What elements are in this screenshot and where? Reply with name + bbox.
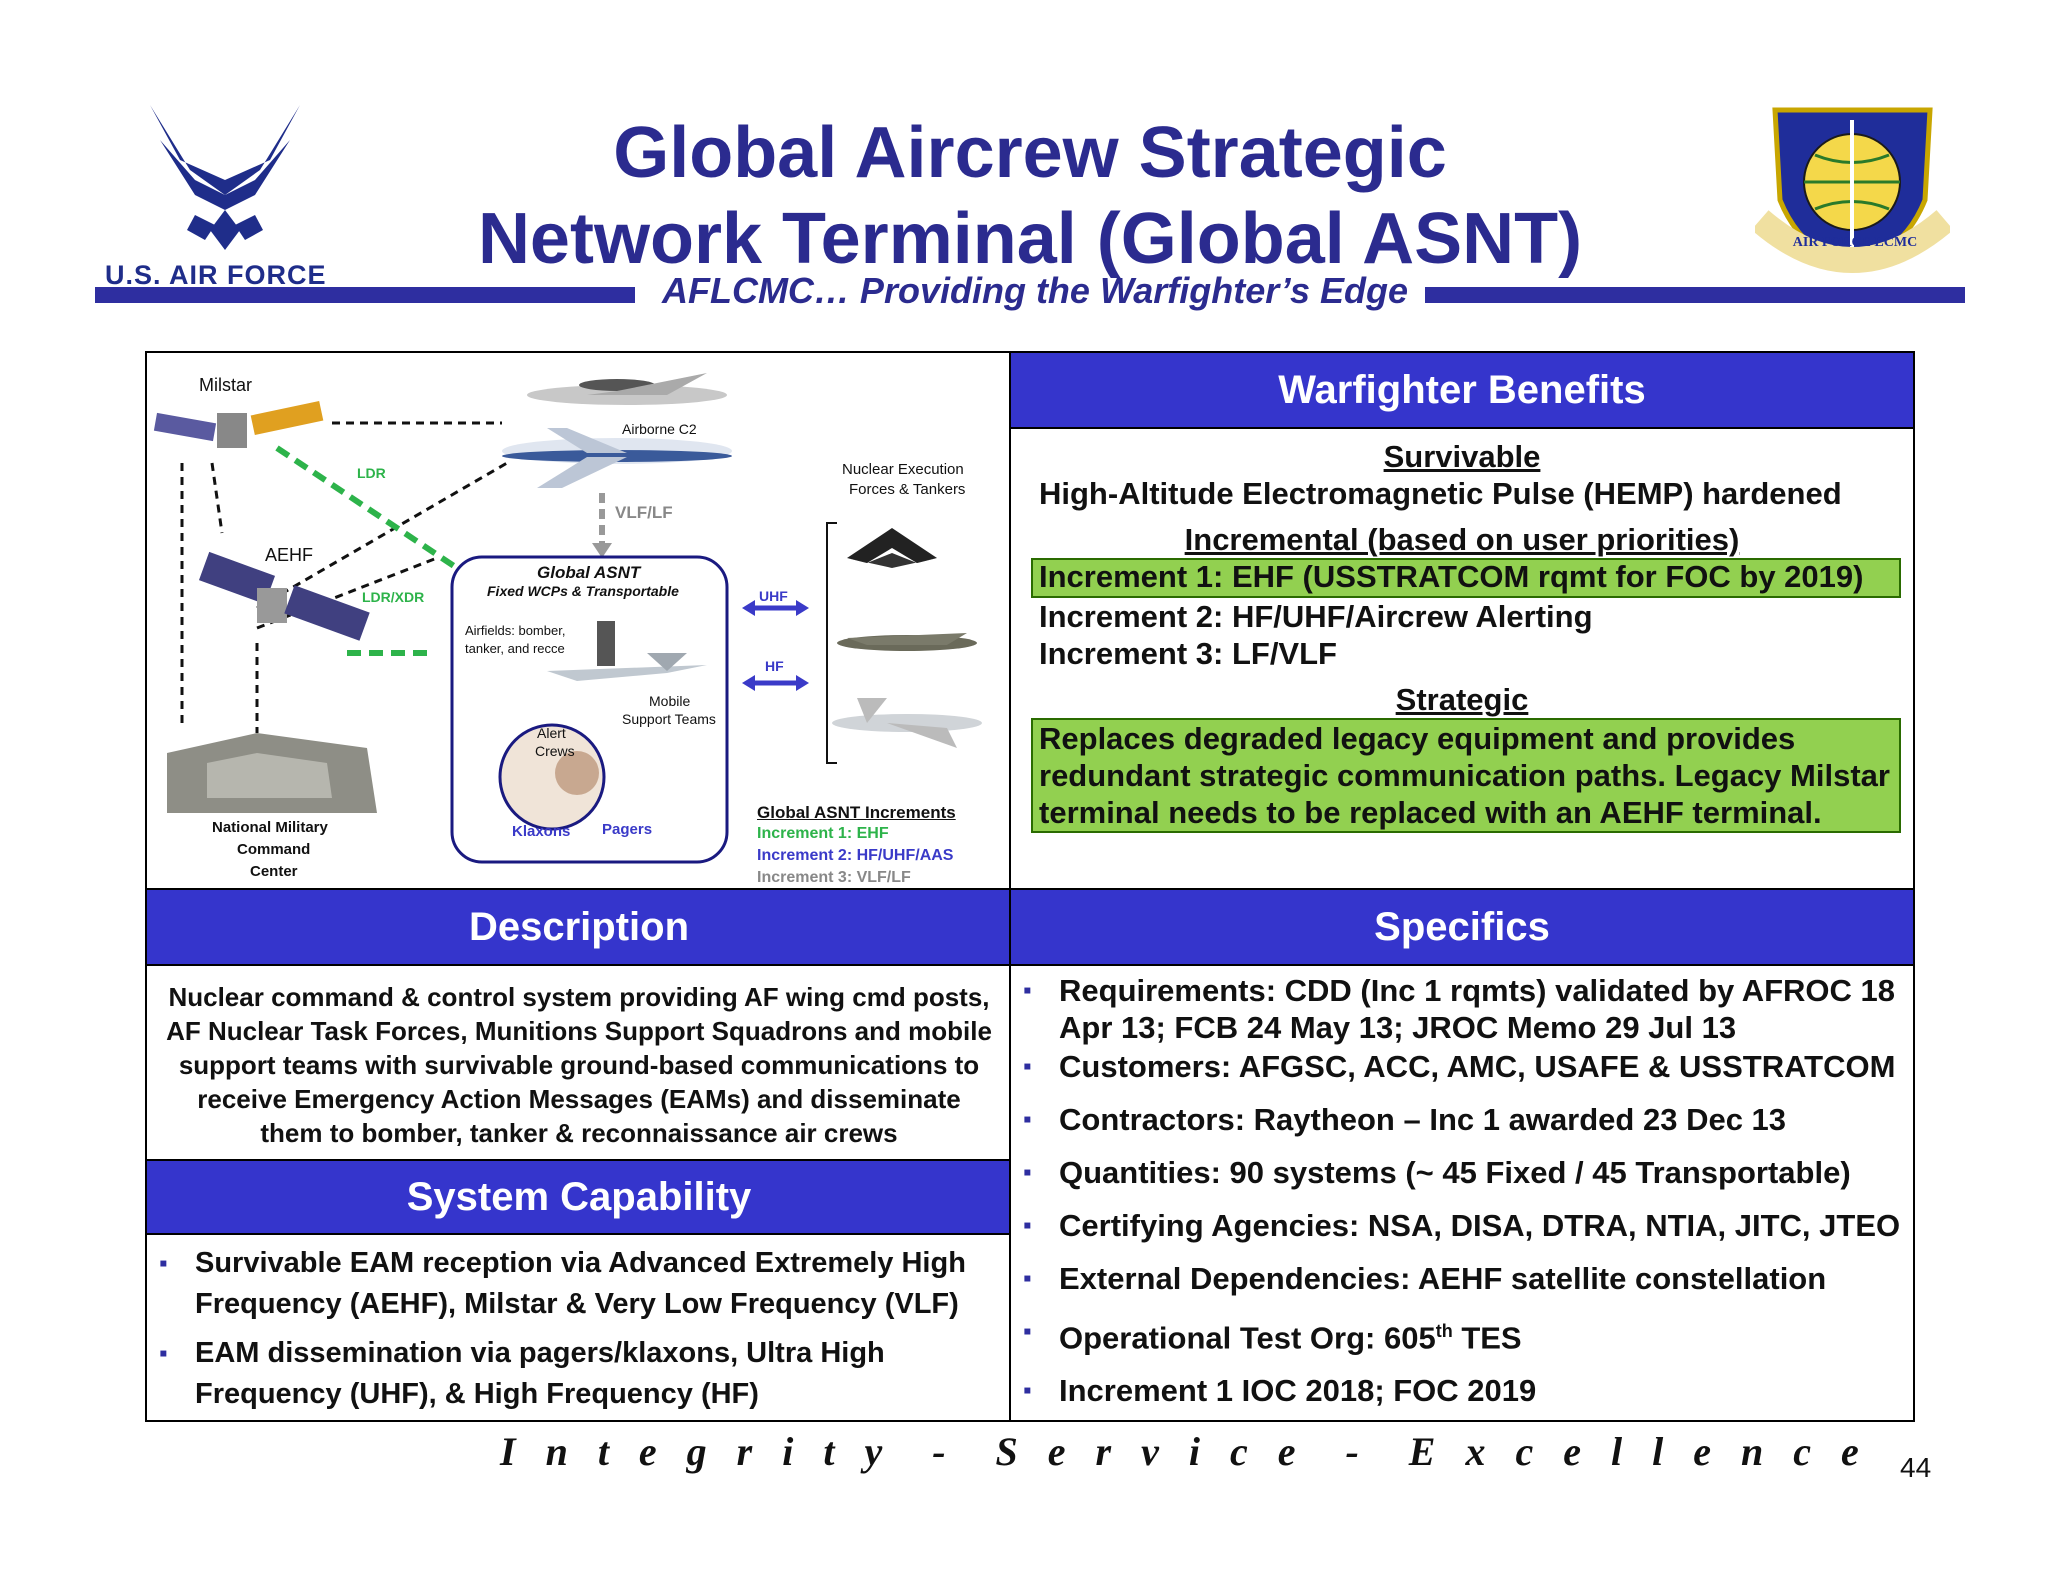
usaf-wings-icon [150, 105, 300, 250]
awacs-plane-icon [527, 373, 727, 405]
header-rule-left [95, 287, 635, 303]
specifics-item: Certifying Agencies: NSA, DISA, DTRA, NT… [1011, 1207, 1913, 1244]
increment-2-text: Increment 2: HF/UHF/Aircrew Alerting [1039, 599, 1593, 634]
usaf-logo: U.S. AIR FORCE [95, 100, 355, 290]
increment-3-text: Increment 3: LF/VLF [1039, 636, 1337, 671]
optest-text: Operational Test Org: 605 [1059, 1320, 1436, 1356]
label-inc3: Increment 3: VLF/LF [757, 869, 911, 886]
label-uhf: UHF [759, 588, 788, 604]
global-asnt-box [450, 555, 729, 864]
label-alert-2: Crews [535, 743, 575, 759]
specifics-item-optest: Operational Test Org: 605th TES [1011, 1313, 1913, 1356]
capability-item: Survivable EAM reception via Advanced Ex… [147, 1243, 1011, 1325]
usaf-logo-text: U.S. AIR FORCE [105, 260, 327, 290]
specifics-item: Increment 1 IOC 2018; FOC 2019 [1011, 1372, 1913, 1409]
label-airborne-c2: Airborne C2 [622, 421, 697, 437]
label-nmcc-3: Center [250, 863, 298, 880]
label-aehf: AEHF [265, 545, 314, 565]
specifics-item: Requirements: CDD (Inc 1 rqmts) validate… [1011, 972, 1913, 1046]
specifics-item: Customers: AFGSC, ACC, AMC, USAFE & USST… [1011, 1048, 1913, 1085]
title-line-2: Network Terminal (Global ASNT) [477, 199, 1583, 279]
increment-1-highlight: Increment 1: EHF (USSTRATCOM rqmt for FO… [1031, 558, 1901, 598]
label-inc2: Increment 2: HF/UHF/AAS [757, 847, 954, 864]
capability-list: Survivable EAM reception via Advanced Ex… [147, 1243, 1011, 1415]
aflcmc-logo: AIR FORCE LCMC [1751, 100, 1954, 280]
specifics-panel: Specifics Requirements: CDD (Inc 1 rqmts… [1009, 888, 1915, 1422]
label-mobile-1: Mobile [649, 693, 691, 709]
network-diagram: Milstar Airborne C2 LDR VLF/LF Nuclear E… [145, 351, 1013, 892]
label-pagers: Pagers [602, 821, 653, 838]
optest-post: TES [1452, 1320, 1522, 1356]
warfighter-benefits-panel: Warfighter Benefits Survivable High-Alti… [1009, 351, 1915, 892]
specifics-header: Specifics [1011, 890, 1913, 966]
label-mobile-2: Support Teams [622, 711, 716, 727]
description-text: Nuclear command & control system providi… [166, 982, 992, 1148]
title-line-1: Global Aircrew Strategic [613, 113, 1447, 193]
label-nuclear-forces-1: Nuclear Execution [842, 461, 964, 478]
diagram-graphics [153, 373, 982, 864]
description-header: Description [147, 890, 1011, 966]
label-nmcc-2: Command [237, 841, 311, 858]
green-links [275, 445, 459, 656]
alert-crew-photo [498, 723, 606, 831]
label-vlf-lf: VLF/LF [615, 503, 673, 522]
strategic-highlight: Replaces degraded legacy equipment and p… [1031, 718, 1901, 833]
specifics-list: Requirements: CDD (Inc 1 rqmts) validate… [1011, 972, 1913, 1409]
terminal-icon [597, 621, 615, 666]
header-rule-right [1425, 287, 1965, 303]
label-airfields-1: Airfields: bomber, [465, 623, 566, 638]
label-klaxons: Klaxons [512, 823, 571, 840]
optest-sup: th [1435, 1321, 1453, 1341]
milstar-satellite-icon [153, 400, 324, 448]
specifics-item: External Dependencies: AEHF satellite co… [1011, 1260, 1913, 1297]
label-milstar: Milstar [199, 375, 252, 395]
tagline: AFLCMC… Providing the Warfighter’s Edge [661, 270, 1409, 311]
uhf-hf-links [747, 605, 802, 686]
label-fixed-wcps: Fixed WCPs & Transportable [487, 583, 679, 599]
specifics-item: Contractors: Raytheon – Inc 1 awarded 23… [1011, 1101, 1913, 1138]
description-panel: Description Nuclear command & control sy… [145, 888, 1013, 1163]
aehf-satellite-icon [198, 551, 370, 641]
label-nuclear-forces-2: Forces & Tankers [849, 481, 966, 498]
label-nmcc-1: National Military [212, 819, 328, 836]
strategic-heading: Strategic [1395, 682, 1529, 717]
incremental-heading: Incremental (based on user priorities) [1184, 522, 1740, 557]
label-inc1: Increment 1: EHF [757, 825, 889, 842]
footer-motto: I n t e g r i t y - S e r v i c e - E x … [500, 1429, 1869, 1474]
specifics-item: Quantities: 90 systems (~ 45 Fixed / 45 … [1011, 1154, 1913, 1191]
label-ldr: LDR [357, 465, 386, 481]
b2-bomber-icon [847, 528, 937, 563]
b52-bomber-icon [837, 633, 977, 651]
forces-bracket [826, 522, 837, 764]
survivable-heading: Survivable [1383, 439, 1541, 474]
airborne-c2-plane-icon [502, 428, 732, 488]
label-hf: HF [765, 658, 784, 674]
kc135-tanker-icon [832, 698, 982, 748]
label-ldr-xdr: LDR/XDR [362, 589, 425, 605]
page-title: Global Aircrew Strategic Network Termina… [380, 110, 1680, 282]
capability-item: EAM dissemination via pagers/klaxons, Ul… [147, 1333, 1011, 1415]
aflcmc-logo-text: AIR FORCE LCMC [1792, 235, 1918, 250]
label-alert-1: Alert [537, 725, 566, 741]
pentagon-building-icon [167, 733, 377, 813]
label-global-asnt: Global ASNT [537, 563, 641, 582]
drone-icon [547, 653, 707, 681]
system-capability-header: System Capability [147, 1161, 1011, 1235]
warfighter-benefits-header: Warfighter Benefits [1011, 353, 1913, 429]
page-number: 44 [1900, 1452, 1932, 1483]
aflcmc-shield-icon [1751, 107, 1954, 273]
label-airfields-2: tanker, and recce [465, 641, 565, 656]
label-increments-title: Global ASNT Increments [757, 803, 956, 822]
system-capability-panel: System Capability Survivable EAM recepti… [145, 1159, 1013, 1422]
survivable-text: High-Altitude Electromagnetic Pulse (HEM… [1039, 476, 1842, 511]
